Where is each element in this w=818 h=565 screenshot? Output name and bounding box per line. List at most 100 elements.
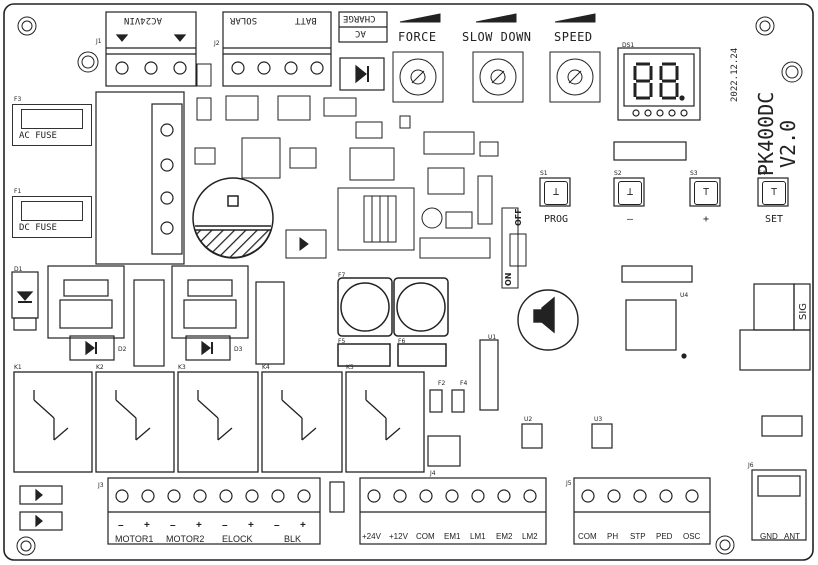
pol-elock-pos: + — [248, 520, 254, 531]
tactile-switches — [539, 177, 789, 207]
bottom-left-diodes — [19, 481, 345, 531]
pot-label-force: FORCE — [398, 30, 437, 44]
pol-blk-neg: – — [274, 520, 280, 531]
terminal-ac24vin — [105, 11, 197, 87]
terminal-motor — [107, 477, 321, 545]
ref-f3: F3 — [14, 96, 22, 103]
board-model: PK400DC — [754, 91, 778, 176]
label-osc: OSC — [683, 532, 701, 541]
button-plus-label: + — [702, 214, 710, 225]
pot-slowdown — [472, 13, 524, 103]
terminal-solar-batt — [222, 11, 332, 87]
ref-j6: J6 — [748, 462, 754, 469]
ref-f6: F6 — [398, 338, 406, 345]
pol-m1-pos: + — [144, 520, 150, 531]
ref-f7: F7 — [338, 272, 346, 279]
fuse-dc-label: DC FUSE — [19, 223, 57, 233]
ref-d1: D1 — [14, 266, 23, 273]
board-outline — [3, 3, 814, 561]
label-charge: CHARGE — [343, 13, 376, 23]
label-blk: BLK — [284, 534, 302, 544]
pot-label-speed: SPEED — [554, 30, 593, 44]
ref-u1: U1 — [488, 334, 497, 341]
button-minus-cap: ⊥ — [626, 185, 634, 198]
dip-off-label: OFF — [514, 208, 523, 226]
label-batt: BATT — [295, 15, 317, 25]
ref-k4: K4 — [262, 364, 270, 371]
ref-j4: J4 — [430, 470, 436, 477]
label-lm2: LM2 — [522, 532, 538, 541]
ref-s4: S4 — [758, 170, 766, 177]
label-elock: ELOCK — [222, 534, 253, 544]
buzzer — [517, 289, 579, 351]
ref-s2: S2 — [614, 170, 622, 177]
button-plus[interactable]: ⊤ — [694, 181, 718, 205]
right-components — [739, 283, 811, 541]
label-em1: EM1 — [444, 532, 461, 541]
electrolytic-capacitor — [192, 177, 274, 259]
ref-k1: K1 — [14, 364, 22, 371]
button-set-label: SET — [764, 214, 784, 225]
relays — [13, 371, 425, 473]
button-prog[interactable]: ⊥ — [544, 181, 568, 205]
small-components — [194, 63, 527, 289]
button-minus-label: – — [626, 214, 634, 225]
pol-m1-neg: – — [118, 520, 124, 531]
fuse-dc: DC FUSE — [12, 196, 92, 238]
ref-f1: F1 — [14, 188, 22, 195]
button-minus[interactable]: ⊥ — [618, 181, 642, 205]
ref-s1: S1 — [540, 170, 548, 177]
label-gnd: GND — [760, 532, 778, 541]
label-lm1: LM1 — [470, 532, 486, 541]
ref-d2: D2 — [118, 346, 127, 353]
label-solar: SOLAR — [230, 15, 258, 25]
label-com-inputs: COM — [578, 532, 597, 541]
label-12v: +12V — [389, 532, 408, 541]
ref-j3: J3 — [98, 482, 104, 489]
pol-m2-pos: + — [196, 520, 202, 531]
pot-speed — [549, 13, 601, 103]
seven-segment-display — [617, 47, 701, 121]
pol-elock-neg: – — [222, 520, 228, 531]
label-motor2: MOTOR2 — [166, 534, 205, 544]
label-ac-charge: AC — [355, 28, 366, 38]
driver-ics — [427, 339, 613, 467]
fuse-ac: AC FUSE — [12, 104, 92, 146]
label-motor1: MOTOR1 — [115, 534, 154, 544]
pol-m2-neg: – — [170, 520, 176, 531]
label-stp: STP — [630, 532, 646, 541]
ref-s3: S3 — [690, 170, 698, 177]
ref-f2: F2 — [438, 380, 446, 387]
ref-k5: K5 — [346, 364, 354, 371]
ref-j2: J2 — [214, 40, 220, 47]
dip-on-label: ON — [504, 272, 513, 287]
button-plus-cap: ⊤ — [702, 185, 710, 198]
inductors — [337, 277, 449, 367]
board-version: V2.0 — [776, 119, 800, 168]
pot-force — [392, 13, 444, 103]
button-prog-cap: ⊥ — [552, 185, 560, 198]
label-ant: ANT — [784, 532, 800, 541]
label-ped: PED — [656, 532, 673, 541]
button-prog-label: PROG — [543, 214, 569, 225]
ref-f5: F5 — [338, 338, 346, 345]
label-com-power: COM — [416, 532, 435, 541]
ref-k3: K3 — [178, 364, 186, 371]
ref-j5: J5 — [566, 480, 572, 487]
board-date: 2022.12.24 — [730, 47, 740, 102]
ref-ds1: DS1 — [622, 42, 635, 49]
ref-k2: K2 — [96, 364, 104, 371]
button-set[interactable]: ⊤ — [762, 181, 786, 205]
pot-label-slowdown: SLOW DOWN — [462, 30, 532, 44]
ref-u3: U3 — [594, 416, 603, 423]
ref-f4: F4 — [460, 380, 468, 387]
label-ac24vin: AC24VIN — [124, 15, 162, 25]
button-set-cap: ⊤ — [770, 185, 778, 198]
ref-j1: J1 — [96, 38, 102, 45]
label-ph: PH — [607, 532, 619, 541]
microcontroller — [613, 141, 693, 359]
ref-d3: D3 — [234, 346, 243, 353]
bridge-block — [95, 91, 185, 265]
